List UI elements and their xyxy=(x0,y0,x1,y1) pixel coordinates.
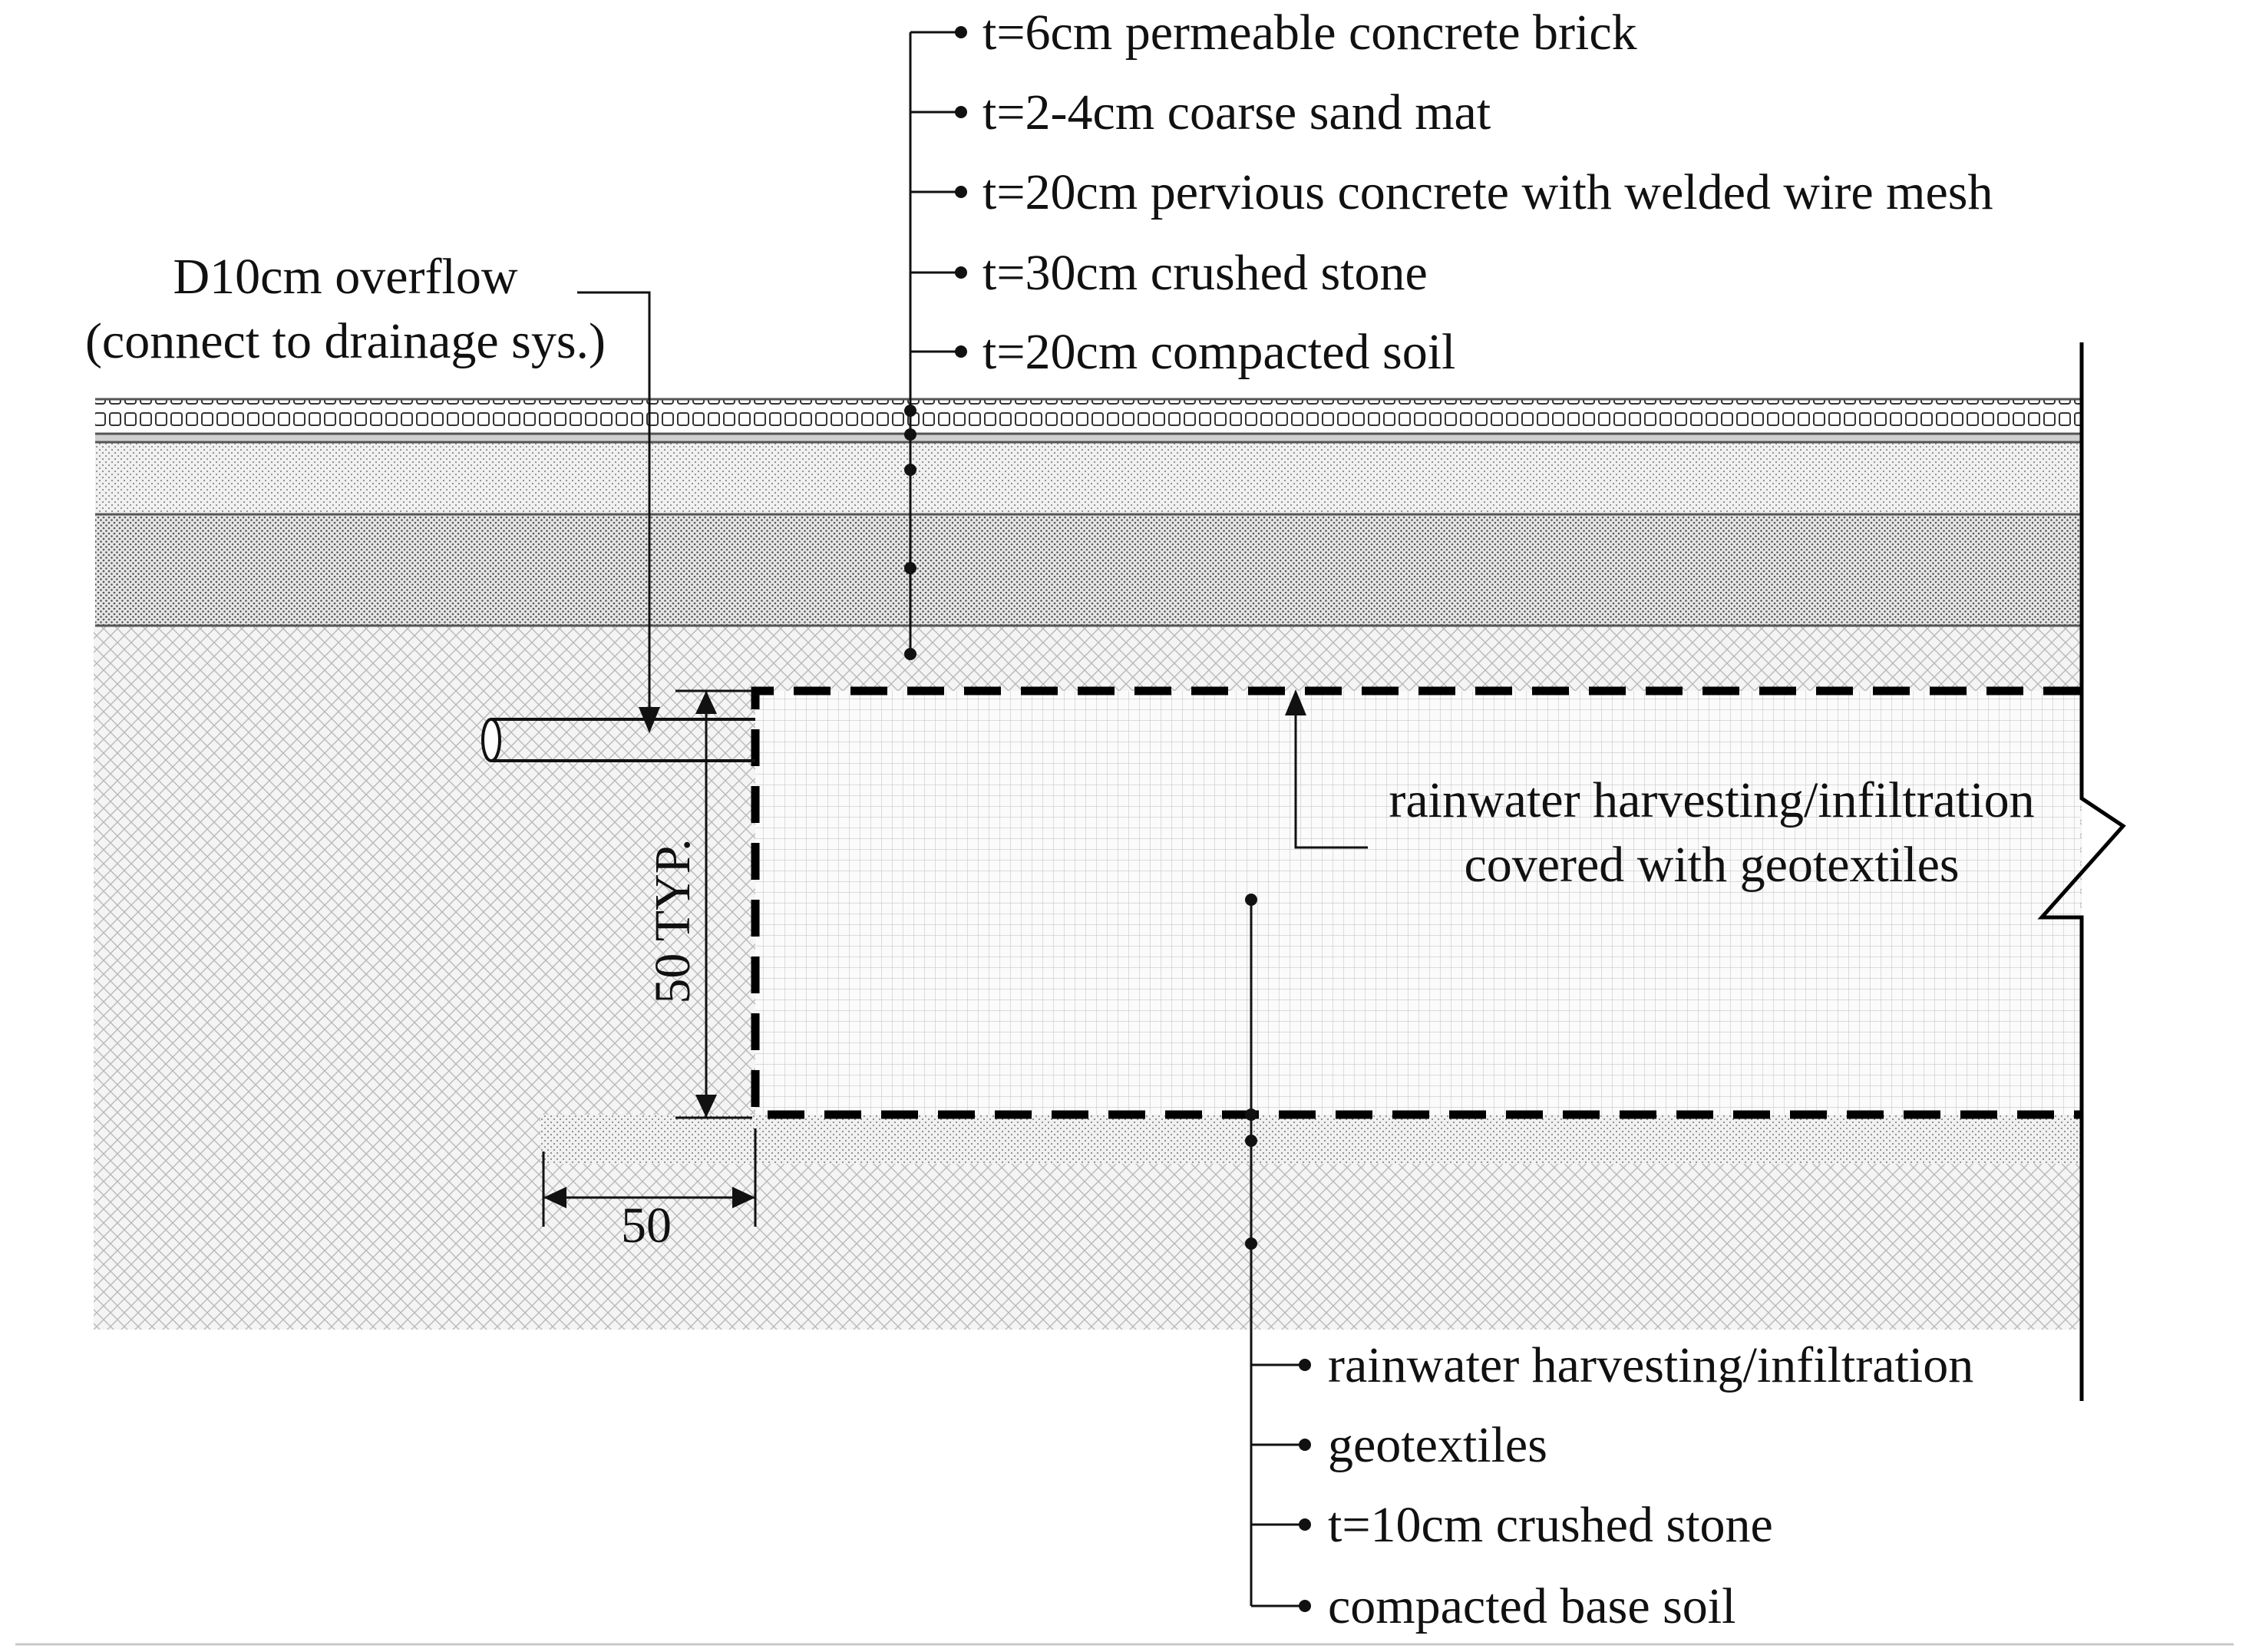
permeable-brick-layer xyxy=(95,399,2082,433)
break-line xyxy=(2037,342,2126,1401)
callout-crushed-stone-base: t=10cm crushed stone xyxy=(1328,1497,1773,1553)
overflow-label-line2: (connect to drainage sys.) xyxy=(85,313,606,369)
box-note-line2: covered with geotextiles xyxy=(1464,837,1959,893)
overflow-label-line1: D10cm overflow xyxy=(173,249,517,305)
callout-pervious-concrete: t=20cm pervious concrete with welded wir… xyxy=(982,164,1993,220)
bottom-callout-leader xyxy=(1245,894,1311,1612)
depth-dimension xyxy=(675,689,752,1119)
box-note-leader xyxy=(1285,689,1368,849)
callout-geotextiles: geotextiles xyxy=(1328,1417,1547,1473)
sand-mat-layer xyxy=(95,434,2082,441)
crushed-stone-layer xyxy=(95,515,2082,625)
width-dimension xyxy=(542,1128,757,1227)
pervious-concrete-layer xyxy=(95,443,2082,514)
callout-compacted-base-soil: compacted base soil xyxy=(1328,1578,1735,1634)
crushed-stone-base-layer xyxy=(540,1115,2082,1164)
layer-boundaries xyxy=(95,398,2082,627)
width-dimension-label: 50 xyxy=(621,1198,672,1254)
infiltration-box xyxy=(755,691,2080,1115)
top-callout-leader xyxy=(904,26,967,660)
callout-infiltration: rainwater harvesting/infiltration xyxy=(1328,1337,1973,1393)
overflow-leader xyxy=(577,291,660,733)
box-note-line1: rainwater harvesting/infiltration xyxy=(1389,772,2034,828)
depth-dimension-label: 50 TYP. xyxy=(645,838,701,1003)
callout-crushed-stone: t=30cm crushed stone xyxy=(982,245,1428,301)
callout-permeable-brick: t=6cm permeable concrete brick xyxy=(982,5,1637,61)
overflow-pipe xyxy=(481,718,755,762)
callout-compacted-soil: t=20cm compacted soil xyxy=(982,324,1455,380)
callout-sand-mat: t=2-4cm coarse sand mat xyxy=(982,84,1491,140)
geotextile-outline xyxy=(751,686,2080,1119)
